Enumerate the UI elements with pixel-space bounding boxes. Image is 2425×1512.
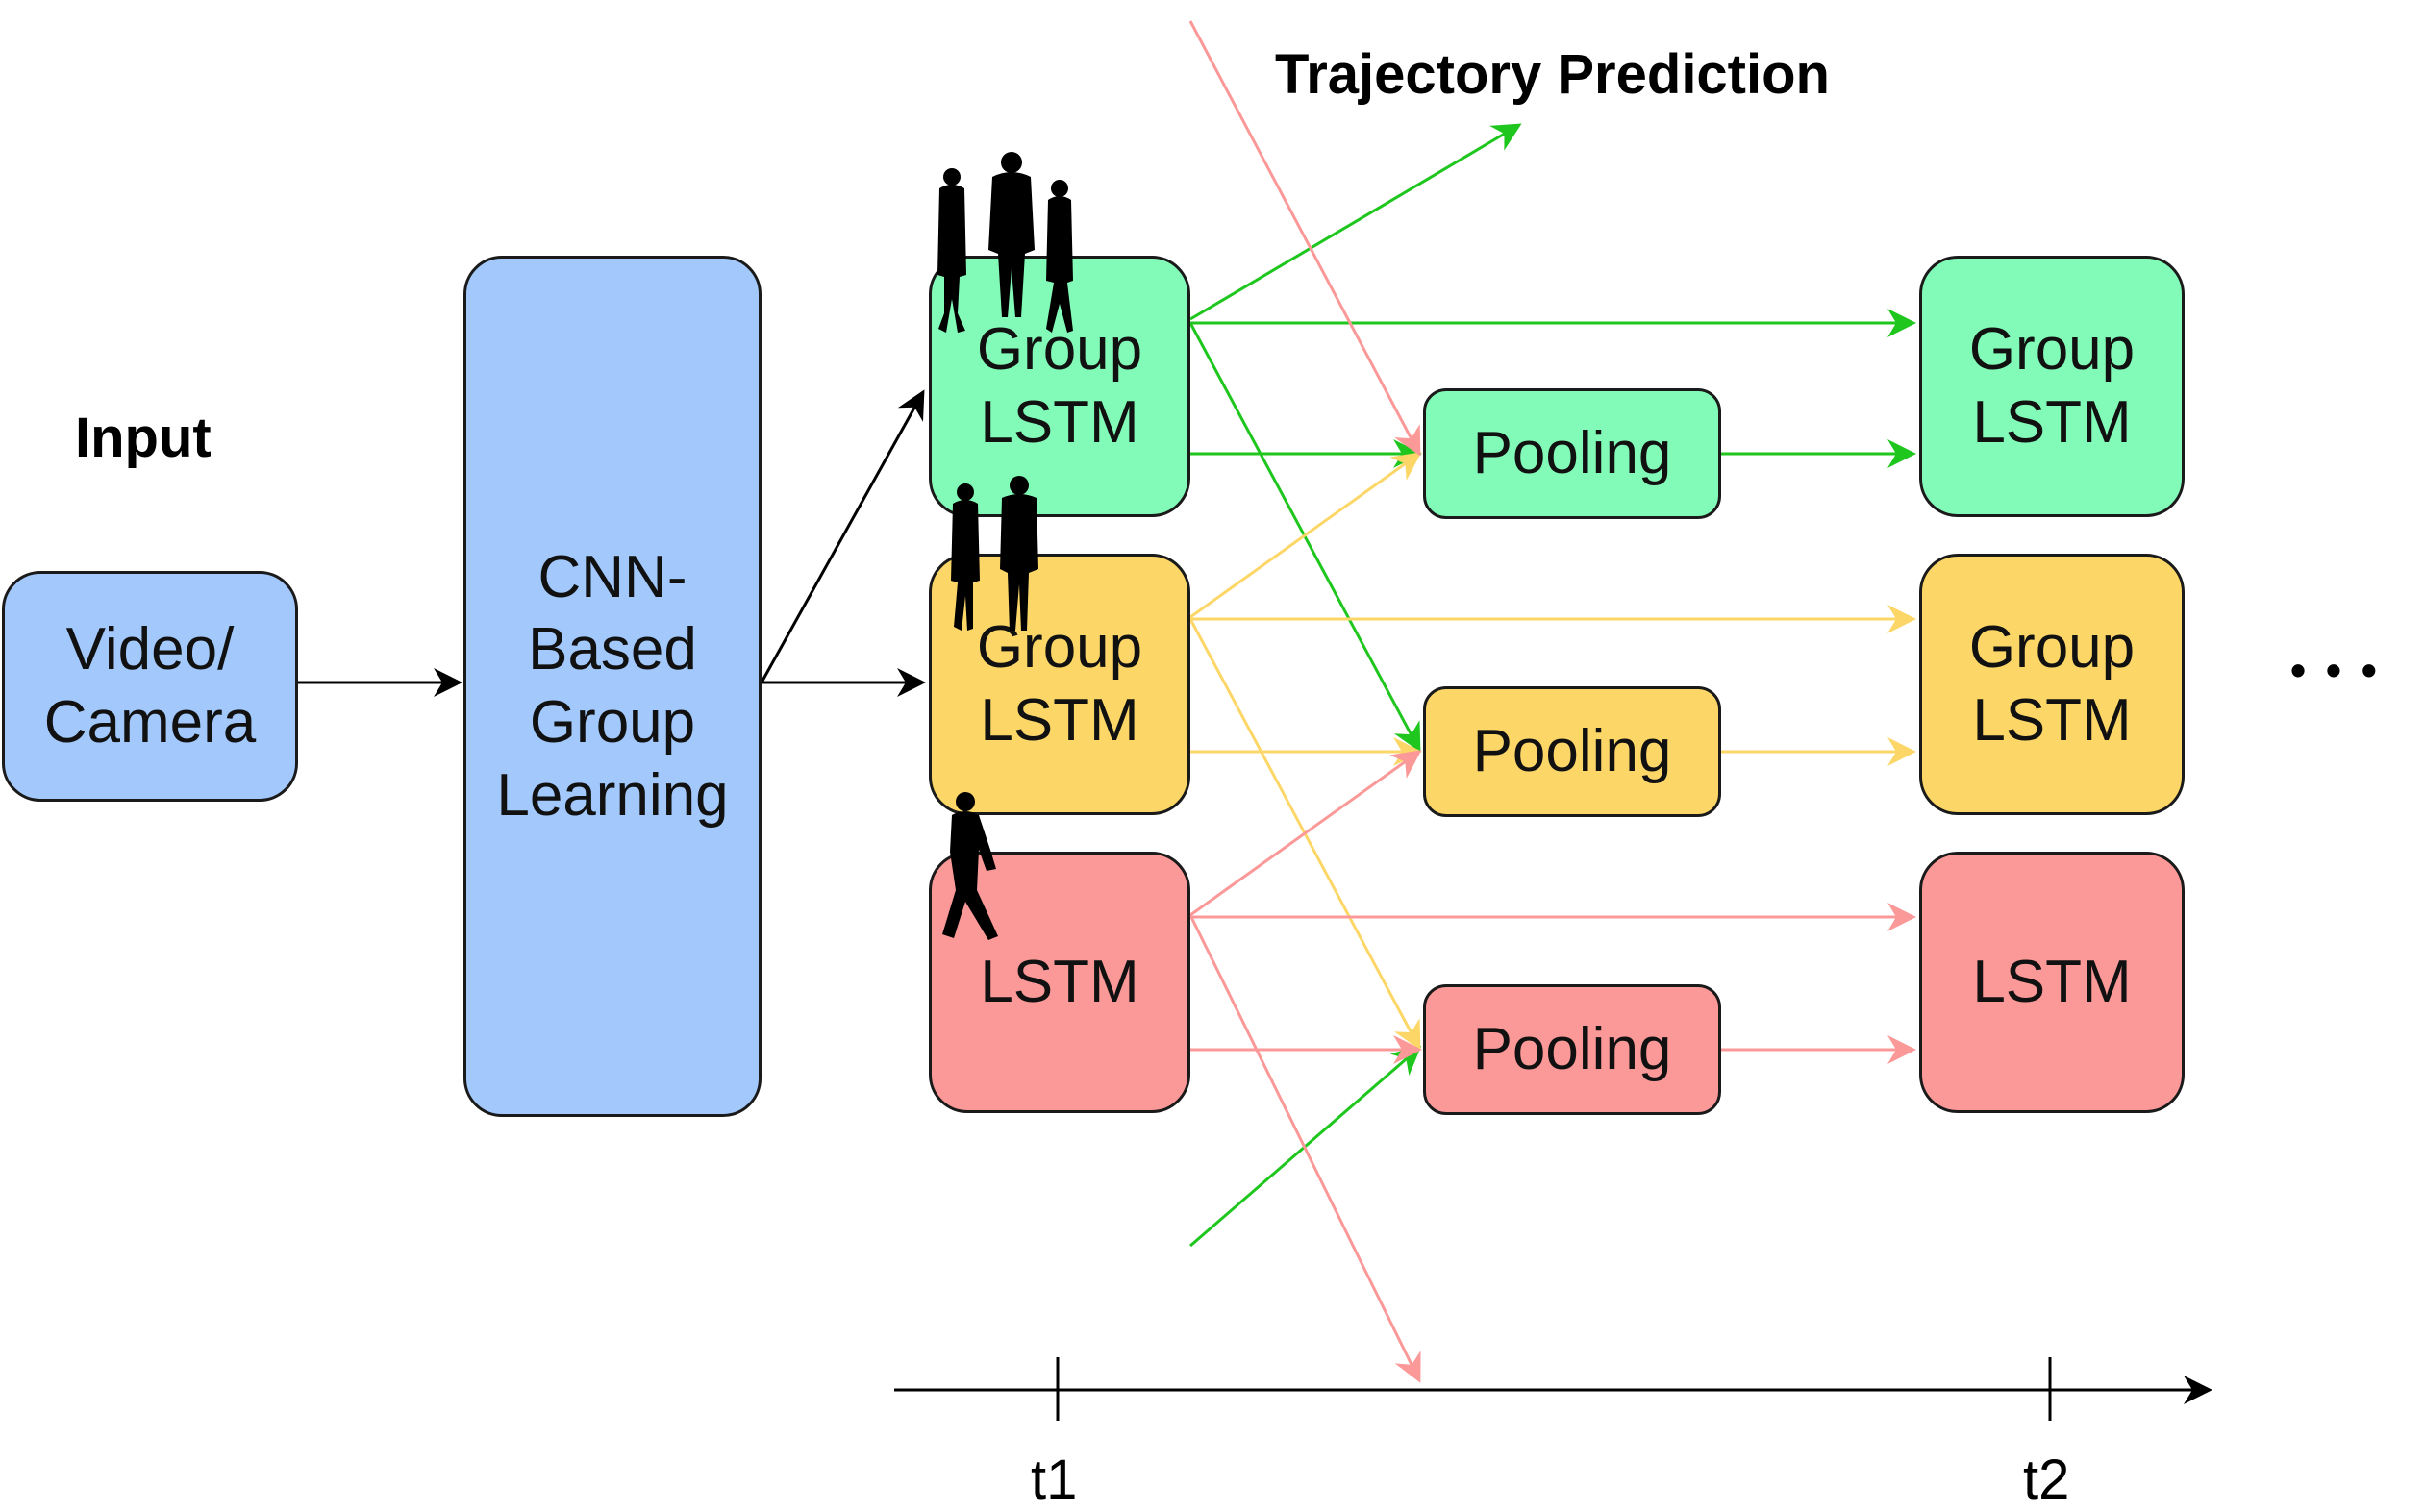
arrow-red-external-to-pool-green	[1188, 20, 1421, 457]
pooling-green: Pooling	[1423, 388, 1721, 519]
video-camera-box: Video/ Camera	[2, 571, 298, 802]
trajectory-prediction-label: Trajectory Prediction	[1275, 43, 1830, 106]
t1-group-lstm-green: Group LSTM	[929, 256, 1190, 517]
t2-lstm-red: LSTM	[1919, 852, 2185, 1113]
ellipsis-label: • • •	[2290, 645, 2381, 695]
arrow-green-trajectory	[1189, 123, 1522, 321]
input-label: Input	[75, 407, 212, 469]
arrow-red-trajectory	[1188, 914, 1421, 1383]
pooling-yellow: Pooling	[1423, 686, 1721, 817]
arrow-yellow-to-pool-green	[1189, 452, 1422, 619]
t2-label: t2	[2023, 1449, 2070, 1511]
t1-label: t1	[1031, 1449, 1078, 1511]
t1-lstm-red: LSTM	[929, 852, 1190, 1113]
cnn-group-learning-box: CNN- Based Group Learning	[463, 256, 762, 1117]
t2-group-lstm-yellow: Group LSTM	[1919, 554, 2185, 815]
arrow-cnn-to-green	[760, 389, 925, 683]
arrow-red-to-pool-yellow	[1189, 750, 1422, 917]
pooling-red: Pooling	[1423, 984, 1721, 1115]
t2-group-lstm-green: Group LSTM	[1919, 256, 2185, 517]
t1-group-lstm-yellow: Group LSTM	[929, 554, 1190, 815]
